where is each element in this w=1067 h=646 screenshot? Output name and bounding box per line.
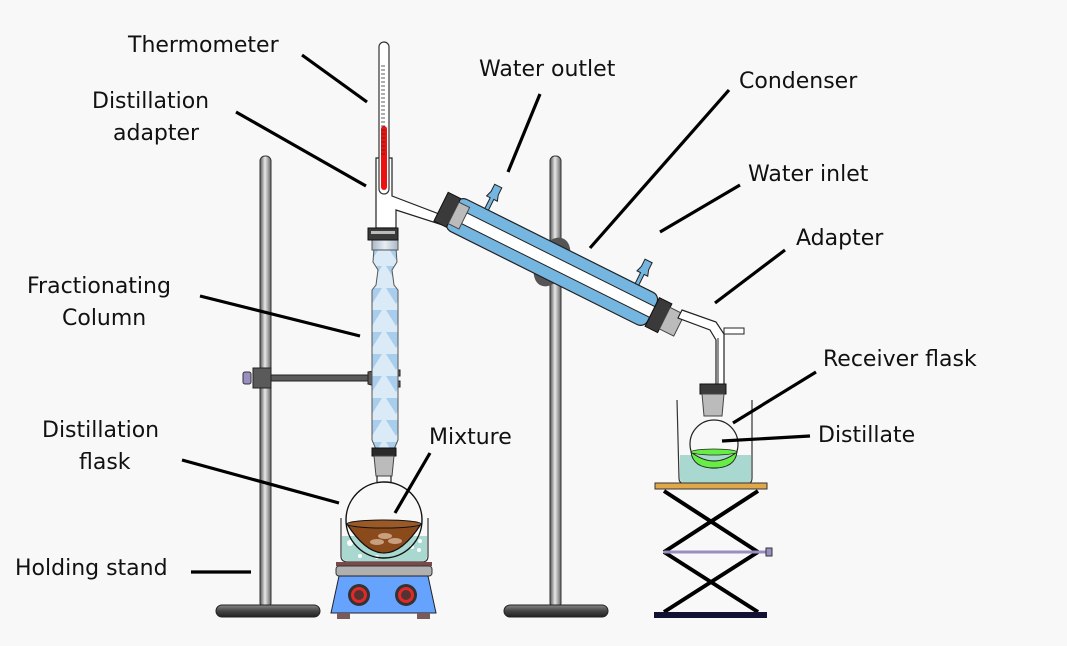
leader-water-outlet: [506, 93, 542, 173]
label-distillation-adapter-line2: adapter: [113, 121, 200, 146]
label-fractionating-column-line2: Column: [62, 306, 146, 331]
label-receiver-flask: Receiver flask: [823, 347, 977, 372]
thermometer-liquid: [381, 126, 387, 190]
fractionating-column: [371, 237, 399, 455]
lab-jack-base: [654, 612, 767, 618]
label-water-outlet: Water outlet: [479, 57, 616, 82]
joint-ground: [658, 306, 686, 337]
label-distillation-adapter-line1: Distillation: [92, 89, 209, 114]
knob-center: [354, 590, 364, 600]
stand-base: [215, 604, 321, 618]
leader-water-inlet: [659, 183, 741, 234]
leader-receiver-flask: [732, 370, 817, 425]
label-condenser: Condenser: [739, 69, 858, 94]
label-holding-stand: Holding stand: [15, 556, 168, 581]
flask-neck: [376, 476, 392, 482]
clamp-arm: [270, 374, 372, 382]
heating-setup: [330, 447, 437, 619]
boiling-chips: [370, 533, 402, 545]
label-distillation-flask-line2: flask: [79, 450, 131, 475]
label-adapter: Adapter: [796, 226, 884, 251]
lab-jack-top: [654, 482, 768, 490]
hot-plate-surface: [336, 562, 432, 566]
label-thermometer: Thermometer: [127, 33, 280, 58]
column-body: [371, 247, 399, 455]
leader-thermometer: [301, 53, 368, 104]
labels: Thermometer Distillation adapter Water o…: [15, 33, 977, 581]
leader-distillate: [721, 434, 811, 443]
label-distillate: Distillate: [818, 423, 915, 448]
lab-jack-knob[interactable]: [765, 547, 773, 557]
clamp-boss: [252, 367, 272, 389]
label-mixture: Mixture: [429, 425, 512, 450]
joint-stripe: [371, 231, 395, 234]
water-inlet-nozzle: [634, 258, 653, 286]
distillate-liquid: [690, 450, 738, 469]
condenser: [433, 183, 686, 337]
leader-mixture: [393, 452, 432, 514]
hot-plate-top: [335, 565, 433, 577]
stand-rod: [549, 155, 562, 609]
receiving-adapter: [677, 309, 745, 417]
adapter-ground-glass: [701, 393, 725, 417]
lab-jack: [654, 482, 773, 618]
label-fractionating-column-line1: Fractionating: [27, 274, 171, 299]
ice-bath-water: [680, 455, 751, 483]
scissor-arms: [662, 489, 760, 614]
flask-joint: [371, 447, 397, 457]
joint-ground: [447, 201, 471, 230]
hot-plate-foot: [417, 613, 430, 619]
leader-distillation-adapter: [235, 110, 367, 188]
thermometer-scale: [381, 65, 385, 155]
knob-center: [401, 590, 411, 600]
water-outlet-nozzle: [484, 183, 503, 211]
flask-ground-glass: [373, 455, 395, 477]
distillate-surface: [690, 448, 738, 456]
leader-lines: [181, 53, 817, 574]
thermometer: [378, 41, 390, 195]
leader-condenser: [588, 88, 731, 250]
mixture-surface: [346, 519, 422, 529]
clamp-screw: [242, 371, 252, 385]
adapter-glass: [677, 309, 725, 391]
leader-adapter: [714, 248, 786, 305]
label-distillation-flask-line1: Distillation: [42, 418, 159, 443]
hot-plate-foot: [337, 613, 350, 619]
label-water-inlet: Water inlet: [748, 162, 869, 187]
hot-plate-body: [330, 575, 437, 614]
leader-fractionating-column: [199, 294, 361, 338]
adapter-joint: [699, 383, 727, 395]
distillation-flask: [345, 481, 423, 559]
leader-distillation-flask: [181, 458, 340, 505]
receiver: [676, 399, 753, 485]
bubbles: [347, 539, 422, 559]
vacuum-nipple: [723, 327, 745, 335]
stand-base: [503, 604, 609, 618]
